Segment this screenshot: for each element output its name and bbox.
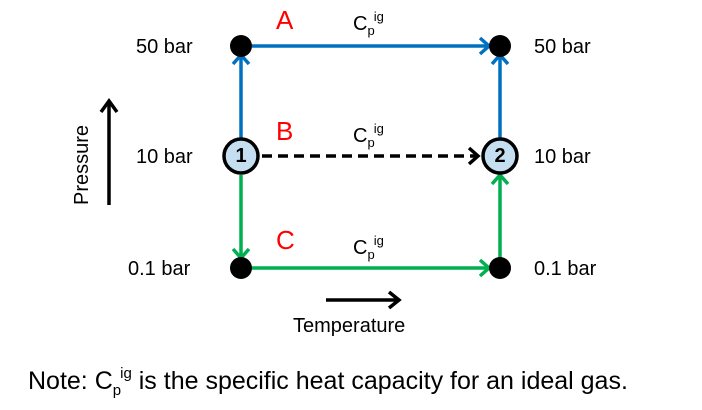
cp-symbol: C (353, 237, 368, 259)
state-1-circle (222, 137, 260, 175)
dot-a-start (230, 35, 252, 57)
path-c-letter: C (276, 225, 295, 255)
cp-superscript: ig (373, 121, 384, 136)
cp-subscript: p (367, 247, 375, 262)
dot-a-end (489, 35, 511, 57)
left-label-50-bar: 50 bar (136, 36, 193, 58)
note-cp-subscript: p (112, 382, 122, 399)
right-label-0-1-bar: 0.1 bar (534, 258, 597, 280)
cp-symbol: C (353, 13, 368, 35)
cp-superscript: ig (373, 9, 384, 24)
note-prefix: Note: (28, 367, 95, 395)
state-2-circle (481, 137, 519, 175)
temperature-axis-arrow (326, 290, 402, 310)
left-label-10-bar: 10 bar (136, 146, 193, 168)
pressure-axis-arrow (99, 98, 119, 205)
left-label-0-1-bar: 0.1 bar (128, 258, 191, 280)
dot-c-start (230, 257, 252, 279)
note-cp-superscript: ig (120, 365, 132, 382)
path-b-cp-label: Cpig (353, 122, 384, 149)
note-suffix: is the specific heat capacity for an ide… (131, 367, 628, 395)
temperature-axis-label: Temperature (293, 315, 406, 337)
right-label-50-bar: 50 bar (534, 36, 591, 58)
path-a-cp-label: Cpig (353, 10, 384, 37)
state-2-label: 2 (494, 144, 506, 167)
path-b-line (262, 146, 481, 166)
path-c-cp-label: Cpig (353, 234, 384, 261)
state-1-label: 1 (235, 144, 247, 167)
cp-superscript: ig (373, 233, 384, 248)
cp-symbol: C (353, 125, 368, 147)
note-cp-symbol: C (94, 367, 113, 395)
pressure-axis-label: Pressure (71, 124, 93, 205)
cp-subscript: p (367, 135, 375, 150)
dot-c-end (489, 257, 511, 279)
path-b-letter: B (276, 116, 294, 146)
right-label-10-bar: 10 bar (534, 146, 591, 168)
cp-subscript: p (367, 23, 375, 38)
path-a-letter: A (276, 5, 294, 35)
footnote: Note: Cpig is the specific heat capacity… (28, 366, 628, 398)
